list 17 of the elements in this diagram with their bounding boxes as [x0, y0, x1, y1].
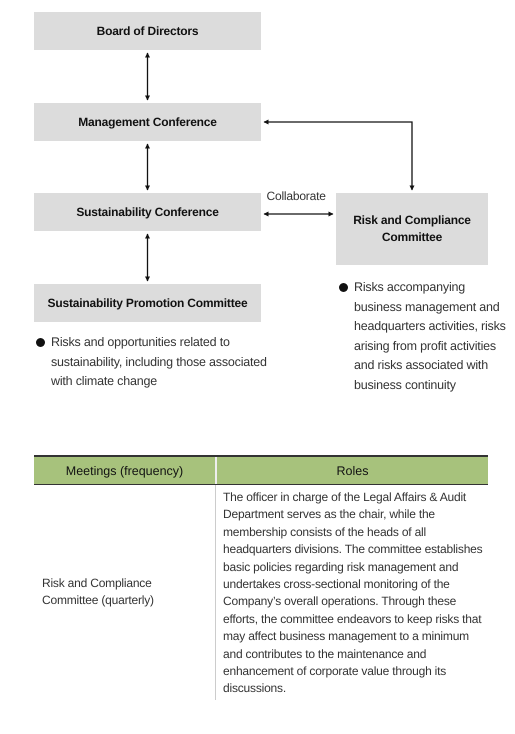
arrow [264, 212, 334, 216]
process-box: Sustainability Promotion Committee [34, 284, 261, 322]
process-box: Management Conference [34, 103, 261, 141]
header-cell-text: Meetings (frequency) [64, 463, 184, 480]
process-box: Sustainability Conference [34, 193, 261, 231]
header-cell: Roles [215, 457, 488, 484]
arrow [264, 120, 414, 190]
table-cell: The officer in charge of the Legal Affairs & Audit Department serves as the chair, while the membership consists of the heads of all headquarters divisions. The committee establishes basic policies regarding risk management and undertakes cross-sectional monitoring of the Company’s overall operations. Through these efforts, the committee endeavors to keep risks that may affect business management to a minimum and contributes to the maintenance and enhancement of corporate value through its discussions. [215, 485, 488, 700]
note-text: Risks and opportunities related to sustainability, including those associated with climate change [51, 334, 268, 390]
arrow [145, 234, 150, 282]
table-cell-text: Risk and Compliance Committee (quarterly) [41, 575, 155, 610]
note-text: Risks accompanying business management and headquarters activities, risks arising from profit activities and risks associated with business continuity [354, 279, 507, 394]
arrow [145, 52, 150, 100]
process-box: Board of Directors [34, 12, 261, 50]
process-box: Risk and Compliance Committee [336, 193, 488, 265]
edge-label: Collaborate [266, 189, 327, 203]
arrow [145, 144, 150, 190]
